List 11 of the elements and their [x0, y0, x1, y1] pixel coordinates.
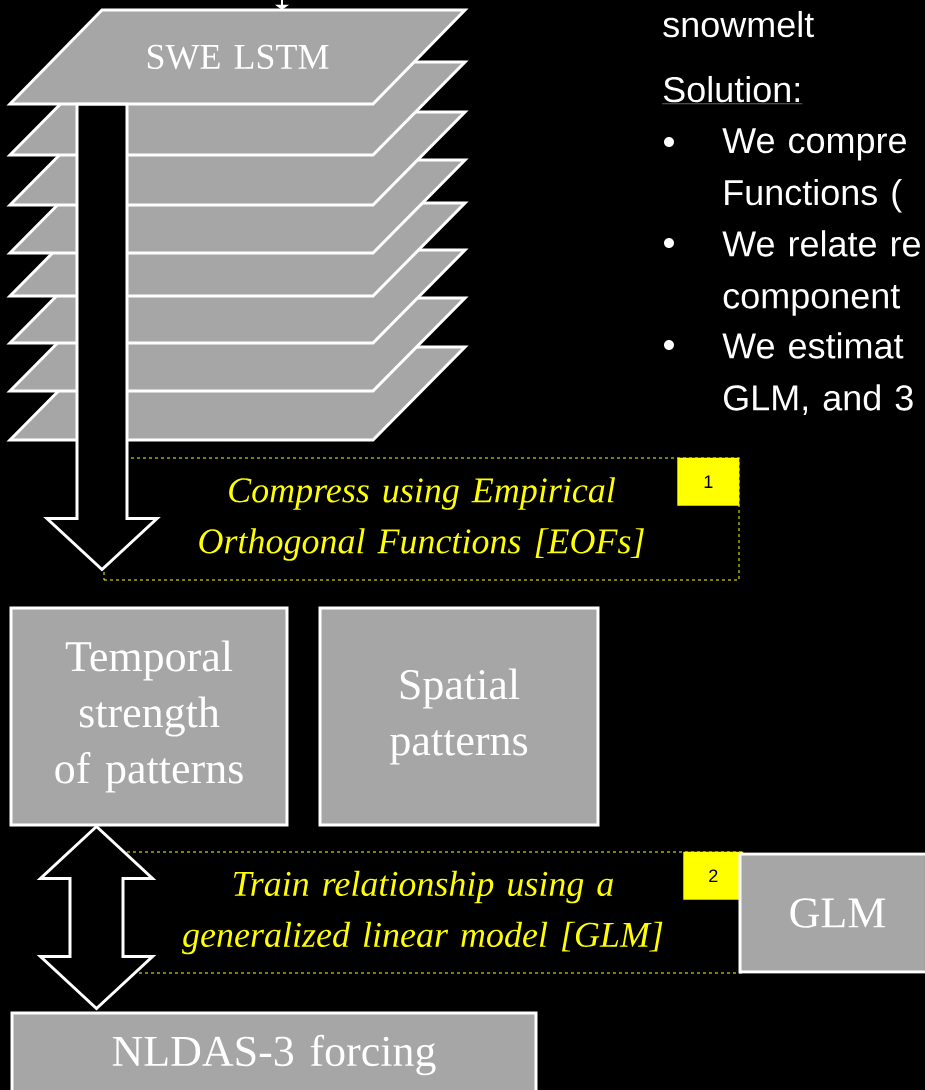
process-box: GLM: [738, 852, 925, 974]
section-heading: Solution:: [662, 75, 803, 104]
process-box: Spatial patterns: [318, 606, 600, 827]
bullet-text: We relate re component: [722, 230, 920, 316]
bullet-text: We estimat GLM, and 3: [722, 332, 913, 415]
body-text: snowmelt: [663, 10, 814, 38]
number-badge: 1: [677, 457, 740, 506]
process-box: NLDAS-3 forcing: [10, 1011, 538, 1090]
bullet-text: We compre Functions (: [722, 128, 906, 213]
block-arrow: [43, 102, 161, 572]
process-box: Temporal strength of patterns: [9, 606, 289, 827]
